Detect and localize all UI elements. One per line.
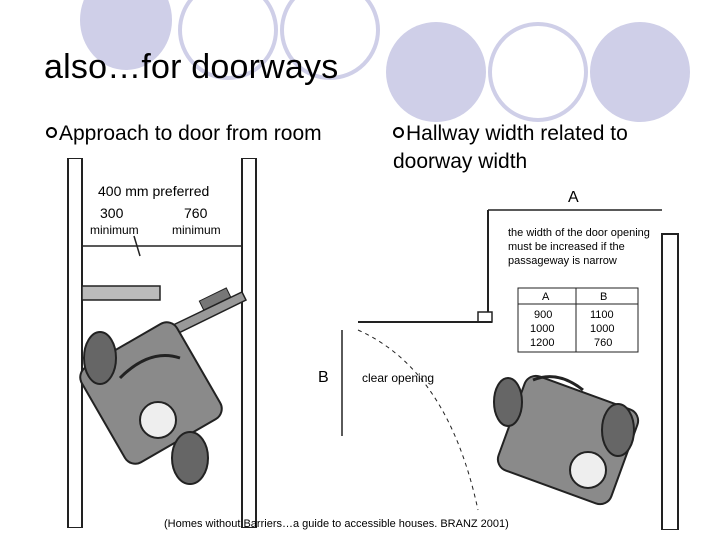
door-handle bbox=[198, 287, 232, 311]
label-760-sub: minimum bbox=[172, 223, 221, 237]
label-b: B bbox=[318, 369, 329, 386]
table-cell: 1000 bbox=[590, 323, 614, 335]
width-table: A B 900 1100 1000 1000 1200 760 bbox=[517, 287, 639, 353]
bullet-hallway: Hallway width related to doorway width bbox=[393, 120, 693, 176]
wheelchair-user bbox=[493, 374, 640, 506]
note-line-1: the width of the door opening bbox=[508, 227, 650, 239]
clear-opening-label: clear opening bbox=[362, 371, 434, 385]
bullet-marker bbox=[393, 127, 404, 138]
table-cell: 760 bbox=[594, 337, 612, 349]
slide-title: also…for doorways bbox=[44, 48, 339, 86]
label-760: 760 bbox=[184, 205, 208, 221]
label-300: 300 bbox=[100, 205, 124, 221]
left-wall bbox=[67, 158, 83, 528]
table-header-b: B bbox=[600, 291, 607, 303]
citation: (Homes without Barriers…a guide to acces… bbox=[164, 518, 509, 530]
door-swing bbox=[357, 329, 479, 511]
table-header-a: A bbox=[542, 291, 550, 303]
table-cell: 1200 bbox=[530, 337, 554, 349]
note-line-2: must be increased if the bbox=[508, 241, 625, 253]
door-jamb bbox=[477, 311, 493, 323]
bullet-marker bbox=[46, 127, 57, 138]
decor-circle bbox=[386, 22, 486, 122]
decor-circle bbox=[590, 22, 690, 122]
label-a: A bbox=[568, 189, 579, 206]
hallway-diagram: A B clear opening the width of the door … bbox=[318, 189, 679, 530]
right-wall bbox=[661, 233, 679, 530]
approach-diagram: 400 mm preferred 300 minimum 760 minimum bbox=[67, 158, 257, 528]
decor-ring bbox=[178, 0, 278, 80]
bullet-text: Hallway width related to doorway width bbox=[393, 122, 628, 173]
decor-ring bbox=[488, 22, 588, 122]
decor-ring bbox=[280, 0, 380, 80]
wheelchair-user bbox=[79, 321, 223, 485]
table-cell: 900 bbox=[534, 309, 552, 321]
table-cell: 1000 bbox=[530, 323, 554, 335]
label-preferred: 400 mm preferred bbox=[98, 183, 209, 199]
note-line-3: passageway is narrow bbox=[508, 255, 617, 267]
dimension-tick bbox=[133, 235, 141, 257]
table-cell: 1100 bbox=[590, 309, 614, 321]
label-300-sub: minimum bbox=[90, 223, 139, 237]
bullet-text: Approach to door from room bbox=[59, 122, 322, 145]
right-wall bbox=[241, 158, 257, 528]
bullet-approach: Approach to door from room bbox=[46, 120, 322, 148]
door-jamb bbox=[81, 285, 161, 301]
